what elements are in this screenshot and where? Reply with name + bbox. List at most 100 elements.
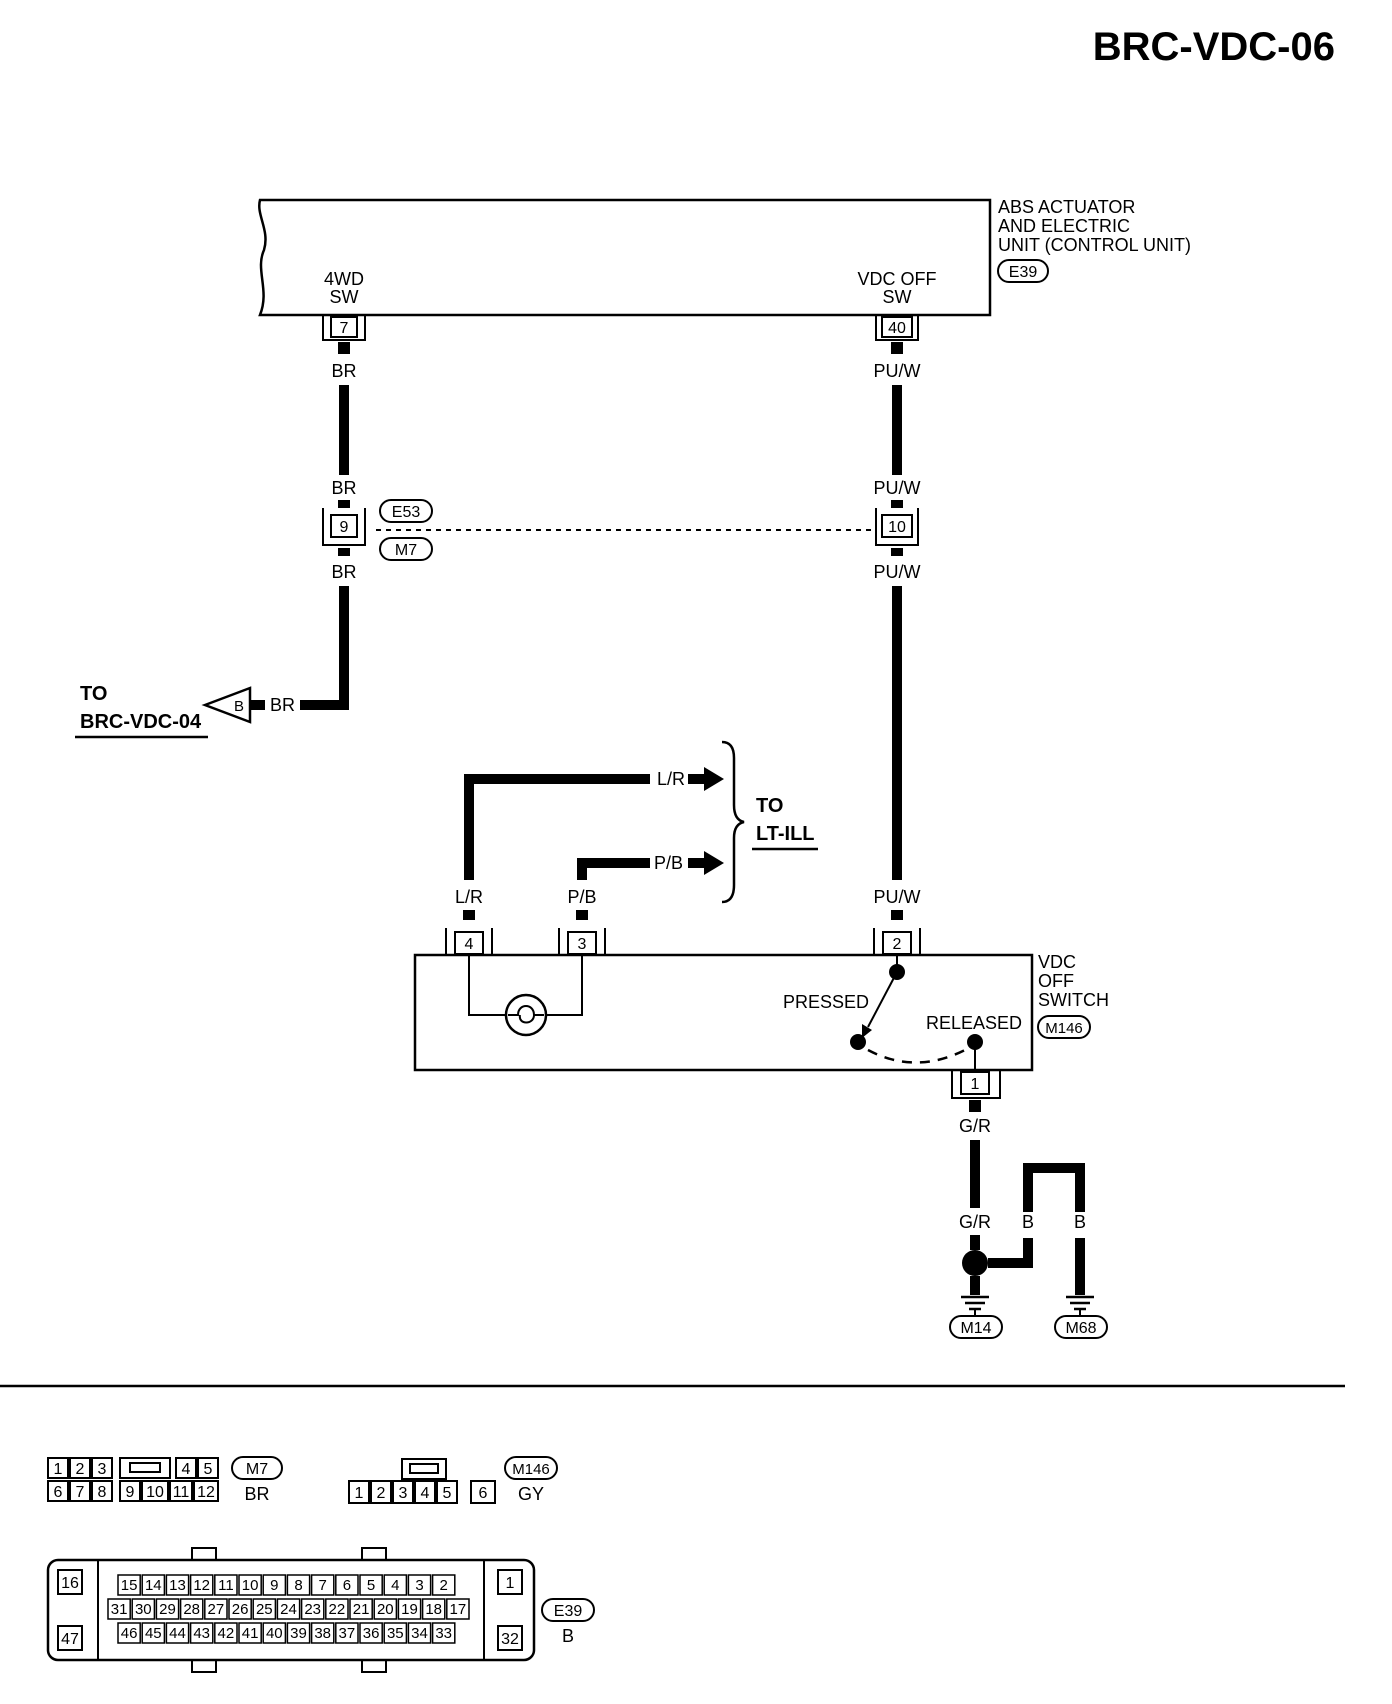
wire-label-b-1: B (1022, 1212, 1034, 1232)
ground-icon (961, 1295, 989, 1311)
term-vdcoff-name-1: VDC OFF (858, 269, 937, 289)
e39-pin-cell (141, 1622, 166, 1644)
switch-label-line3: SWITCH (1038, 990, 1109, 1010)
e39-pin-cell (228, 1598, 252, 1620)
m146-id: M146 (512, 1461, 550, 1478)
e39-pin-number: 3 (415, 1577, 423, 1594)
wire-label-br-4: BR (270, 695, 295, 715)
e39-pin-number: 12 (193, 1577, 210, 1594)
e39-pin-number: 43 (193, 1625, 210, 1642)
e39-pin-number: 19 (401, 1601, 418, 1618)
e39-pin-number: 4 (391, 1577, 399, 1594)
m7-id: M7 (246, 1461, 268, 1478)
svg-text:4: 4 (465, 936, 474, 953)
wire-label-lr-2: L/R (455, 887, 483, 907)
svg-text:6: 6 (479, 1485, 488, 1502)
svg-text:2: 2 (76, 1461, 85, 1478)
switch-terminal-1 (960, 1071, 990, 1095)
e39-pin-number: 21 (353, 1601, 370, 1618)
svg-text:1: 1 (54, 1461, 63, 1478)
e39-pin-number: 15 (121, 1577, 138, 1594)
arrow-right-icon (704, 767, 724, 791)
e39-pin-number: 44 (169, 1625, 186, 1642)
wire-br: BR BR BR BR (245, 342, 357, 715)
m7-color: BR (244, 1484, 269, 1504)
ground-icon (1066, 1295, 1094, 1311)
e39-pin-number: 8 (294, 1577, 302, 1594)
svg-text:3: 3 (399, 1485, 408, 1502)
brace-icon (721, 740, 745, 904)
lamp-icon (504, 993, 548, 1037)
wire-label-br-2: BR (331, 478, 356, 498)
vdc-off-switch: VDC OFF SWITCH M146 4 3 2 PRESSED RELEAS… (413, 928, 1109, 1099)
e39-pin-cell (238, 1622, 262, 1644)
e39-pin-number: 37 (339, 1625, 356, 1642)
term-vdcoff-name-2: SW (883, 287, 912, 307)
svg-text:3: 3 (98, 1461, 107, 1478)
joint-pin-9: 9 (340, 519, 349, 536)
e39-pin-cell (214, 1574, 238, 1596)
e39-pin-cell (407, 1574, 432, 1596)
e39-pin-number: 27 (208, 1601, 225, 1618)
e39-pin-cell (325, 1598, 349, 1620)
e39-pin-cell (117, 1622, 141, 1644)
e39-pin-cell (131, 1598, 156, 1620)
e39-color: B (562, 1626, 574, 1646)
e39-pin-number: 39 (290, 1625, 307, 1642)
e39-pin-cell (286, 1574, 311, 1596)
e39-pin-cell (359, 1574, 383, 1596)
e39-pin-number: 9 (270, 1577, 278, 1594)
wire-label-br-3: BR (331, 562, 356, 582)
svg-text:5: 5 (443, 1485, 452, 1502)
switch-terminal-3 (567, 931, 597, 955)
e39-pin-number: 14 (145, 1577, 162, 1594)
wire-label-pb-2: P/B (567, 887, 596, 907)
e39-pin-number: 11 (218, 1577, 234, 1594)
svg-text:6: 6 (54, 1484, 63, 1501)
switch-arrow-icon (862, 1024, 872, 1038)
e39-pin-cell (310, 1622, 335, 1644)
e39-pin-cell (276, 1598, 301, 1620)
e39-pin-number: 34 (411, 1625, 428, 1642)
e39-pin-number: 22 (329, 1601, 346, 1618)
e39-pin-number: 24 (280, 1601, 297, 1618)
e39-pin-cell (335, 1622, 359, 1644)
svg-text:47: 47 (61, 1631, 79, 1648)
svg-text:7: 7 (340, 320, 349, 337)
e39-pin-cell (165, 1574, 190, 1596)
e39-pin-number: 42 (218, 1625, 235, 1642)
offpage-arrow-icon (201, 686, 252, 724)
e39-pin-number: 35 (387, 1625, 404, 1642)
connector-m146: 1 2 3 4 5 6 M146 GY (348, 1456, 558, 1504)
e39-pin-number: 29 (159, 1601, 176, 1618)
e39-pin-number: 31 (111, 1601, 128, 1618)
wire-p-b: P/B P/B (567, 851, 724, 920)
abs-connector-badge (997, 259, 1049, 283)
wire-label-puw-2: PU/W (874, 478, 921, 498)
e39-pin-cell (383, 1574, 408, 1596)
e39-pin-number: 17 (450, 1601, 467, 1618)
svg-text:7: 7 (76, 1484, 85, 1501)
wire-label-br-1: BR (331, 361, 356, 381)
svg-text:16: 16 (61, 1575, 79, 1592)
e39-pin-number: 10 (242, 1577, 259, 1594)
joint-badge-m7 (379, 537, 433, 561)
e39-pin-cell (107, 1598, 131, 1620)
e39-pin-cell (252, 1598, 277, 1620)
wire-label-puw-3: PU/W (874, 562, 921, 582)
e39-pin-cell (349, 1598, 373, 1620)
diagram-title: BRC-VDC-06 (1093, 25, 1335, 69)
e39-pin-number: 23 (304, 1601, 321, 1618)
e39-pin-number: 25 (256, 1601, 273, 1618)
e39-pin-number: 26 (232, 1601, 249, 1618)
wire-b: B B (988, 1163, 1086, 1295)
svg-text:4: 4 (182, 1461, 191, 1478)
svg-text:4: 4 (421, 1485, 430, 1502)
e39-pin-cell (165, 1622, 190, 1644)
e39-pin-cell (383, 1622, 408, 1644)
to-ltill-line1: TO (756, 795, 783, 817)
e39-pin-cell (300, 1598, 325, 1620)
svg-text:1: 1 (971, 1076, 980, 1093)
ground-m14: M14 (949, 1295, 1003, 1339)
joint-connector: 9 10 E53 M7 (322, 499, 919, 561)
